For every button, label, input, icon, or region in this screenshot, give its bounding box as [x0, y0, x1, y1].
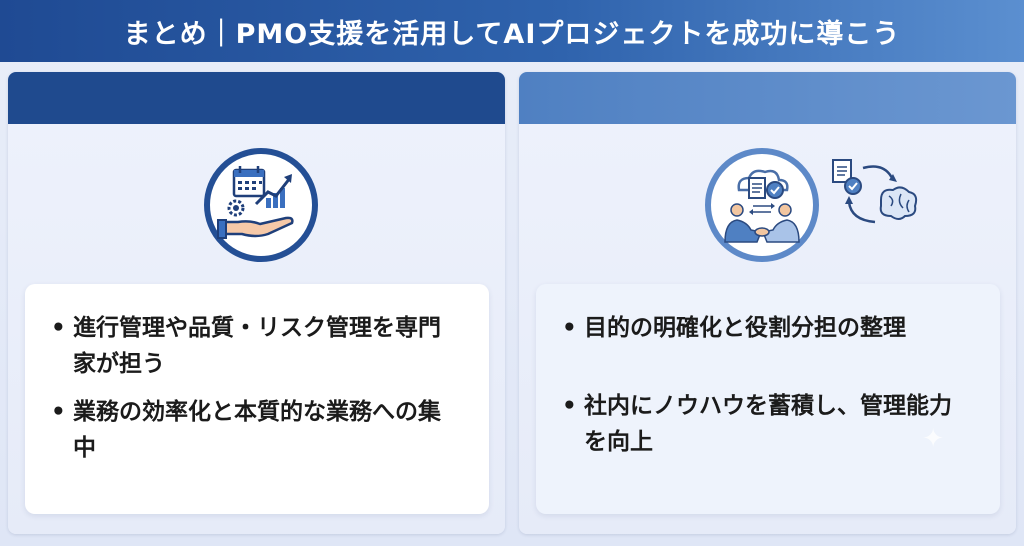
right-panel-header-bar: [519, 72, 1016, 124]
sparkle-icon: ✦: [922, 424, 944, 454]
list-item: 目的の明確化と役割分担の整理: [562, 310, 974, 346]
header-banner: まとめ｜PMO支援を活用してAIプロジェクトを成功に導こう: [0, 0, 1024, 62]
document-cycle-brain-icon: [831, 158, 921, 238]
cloud-handshake-team-icon: [705, 148, 819, 262]
left-panel-header-bar: [8, 72, 505, 124]
right-bullet-list: 目的の明確化と役割分担の整理 社内にノウハウを蓄積し、管理能力を向上: [562, 310, 974, 460]
left-content-card: 進行管理や品質・リスク管理を専門家が担う 業務の効率化と本質的な業務への集中: [25, 284, 489, 514]
page-title: まとめ｜PMO支援を活用してAIプロジェクトを成功に導こう: [123, 18, 901, 50]
right-content-card: 目的の明確化と役割分担の整理 社内にノウハウを蓄積し、管理能力を向上 ✦: [536, 284, 1000, 514]
right-panel: 目的の明確化と役割分担の整理 社内にノウハウを蓄積し、管理能力を向上 ✦: [519, 72, 1016, 534]
list-item: 進行管理や品質・リスク管理を専門家が担う: [51, 310, 463, 382]
hand-holding-calendar-chart-gear-icon: [204, 148, 318, 262]
left-panel: 進行管理や品質・リスク管理を専門家が担う 業務の効率化と本質的な業務への集中: [8, 72, 505, 534]
list-item: 社内にノウハウを蓄積し、管理能力を向上: [562, 388, 974, 460]
list-item: 業務の効率化と本質的な業務への集中: [51, 394, 463, 466]
left-bullet-list: 進行管理や品質・リスク管理を専門家が担う 業務の効率化と本質的な業務への集中: [51, 310, 463, 466]
